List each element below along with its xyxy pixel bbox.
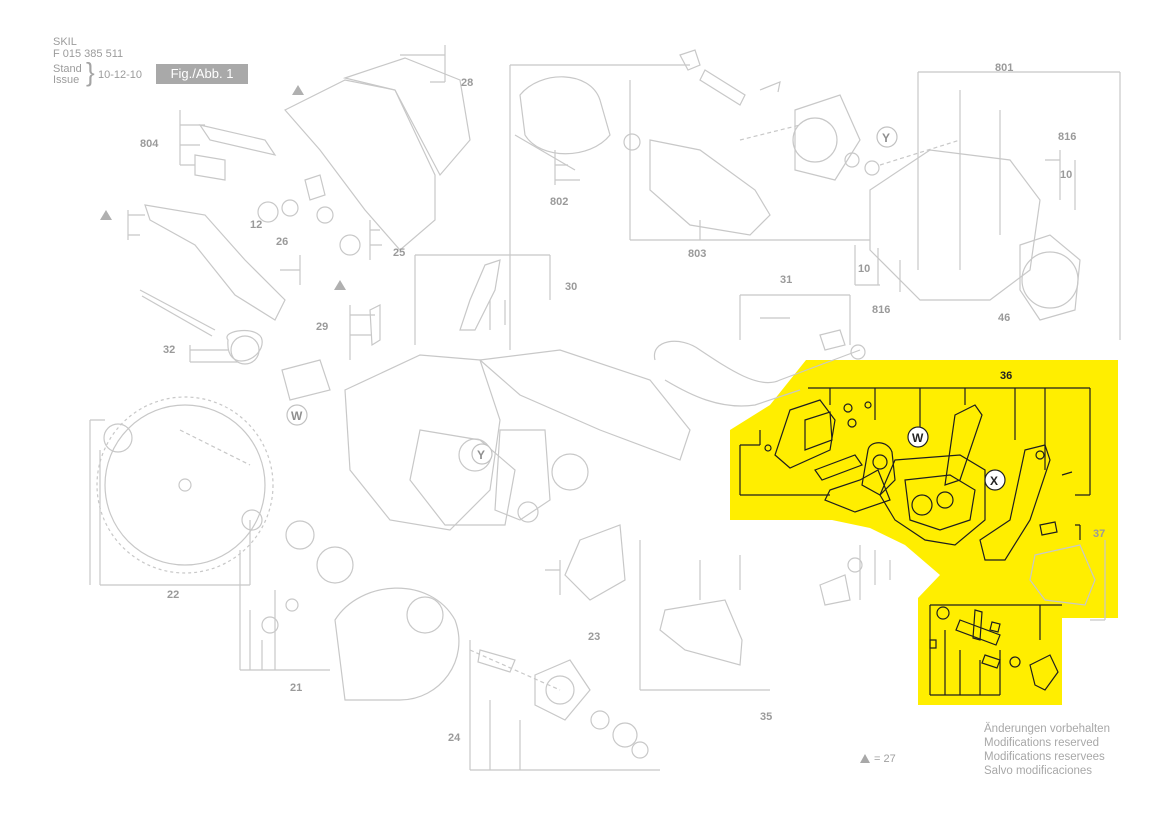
issue-label: Issue (53, 74, 80, 86)
callout-35: 35 (760, 711, 772, 723)
marker-x-highlight: X (990, 474, 998, 488)
brand-label: SKIL (53, 36, 77, 48)
callout-37: 37 (1093, 528, 1105, 540)
note-es: Salvo modificaciones (984, 765, 1093, 777)
callout-26: 26 (276, 236, 288, 248)
stand-label: Stand (53, 63, 82, 75)
note-fr: Modifications reservees (984, 751, 1105, 763)
figure-badge: Fig./Abb. 1 (156, 64, 248, 84)
callout-12: 12 (250, 219, 262, 231)
callout-10-upper: 10 (1060, 169, 1072, 181)
callout-25: 25 (393, 247, 405, 259)
callout-803: 803 (688, 248, 706, 260)
highlighted-part-group-36 (739, 387, 1091, 696)
callout-31: 31 (780, 274, 792, 286)
callout-36: 36 (1000, 370, 1012, 382)
callout-23: 23 (588, 631, 600, 643)
callout-816-upper: 816 (1058, 131, 1076, 143)
triangle-legend-icon (860, 754, 870, 763)
issue-date: 10-12-10 (98, 69, 143, 81)
callout-29: 29 (316, 321, 328, 333)
triangle-mark-icon (334, 280, 346, 290)
triangle-mark-icon (292, 85, 304, 95)
callout-24: 24 (448, 732, 461, 744)
triangle-marks (100, 85, 346, 290)
marker-w-left: W (291, 409, 303, 423)
callout-10-lower: 10 (858, 263, 870, 275)
callout-804: 804 (140, 138, 159, 150)
faded-linework (89, 45, 1121, 771)
part-number: F 015 385 511 (53, 48, 124, 60)
marker-y-upper: Y (882, 131, 890, 145)
callout-801: 801 (995, 62, 1013, 74)
note-de: Änderungen vorbehalten (984, 723, 1110, 735)
callout-21: 21 (290, 682, 302, 694)
modification-notes: Änderungen vorbehalten Modifications res… (984, 722, 1110, 778)
marker-w-highlight: W (912, 431, 924, 445)
callout-30: 30 (565, 281, 577, 293)
triangle-legend-text: = 27 (874, 753, 896, 765)
marker-y-housing: Y (477, 448, 485, 462)
callout-802: 802 (550, 196, 568, 208)
callout-816-lower: 816 (872, 304, 890, 316)
note-en: Modifications reserved (984, 737, 1100, 749)
highlight-region-36 (730, 360, 1118, 705)
triangle-mark-icon (100, 210, 112, 220)
callout-32: 32 (163, 344, 175, 356)
callout-28: 28 (461, 77, 473, 89)
callout-46: 46 (998, 312, 1010, 324)
callout-22: 22 (167, 589, 179, 601)
triangle-legend: = 27 (860, 753, 896, 765)
brace-symbol: } (86, 57, 95, 87)
